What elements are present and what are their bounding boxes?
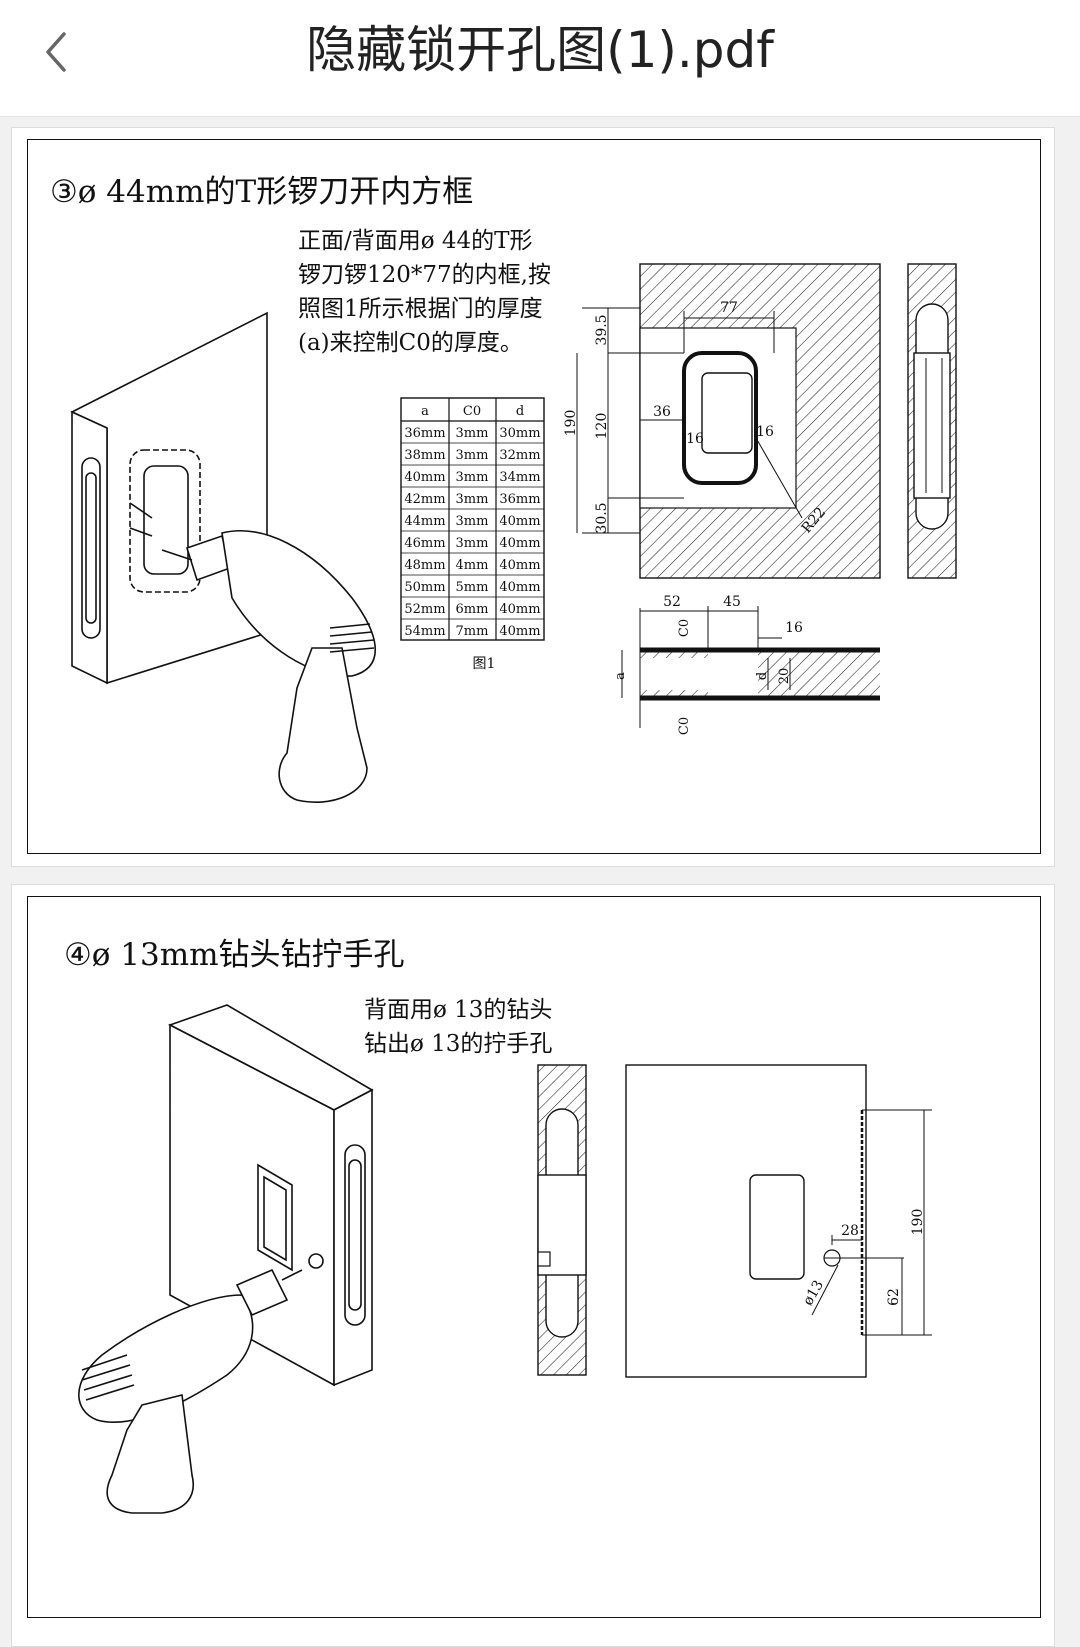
step4-desc-line2: 钻出ø 13的拧手孔 xyxy=(364,1031,552,1057)
table-cell: 54mm xyxy=(404,624,445,639)
dim-d: d xyxy=(755,672,770,680)
back-button[interactable] xyxy=(28,22,88,82)
table-cell: 48mm xyxy=(404,558,445,573)
page-1-frame xyxy=(27,139,1041,854)
drill-illustration-2 xyxy=(78,1268,303,1514)
page-2-drawing: ④ø 13mm钻头钻拧手孔 背面用ø 13的钻头 钻出ø 13的拧手孔 xyxy=(64,937,932,1514)
table-caption: 图1 xyxy=(473,656,496,672)
step3-desc-line2: 锣刀锣120*77的内框,按 xyxy=(298,262,551,288)
chevron-left-icon xyxy=(46,32,66,72)
table-cell: 40mm xyxy=(404,470,445,485)
dim-77: 77 xyxy=(720,300,738,316)
table-header-a: a xyxy=(421,404,429,419)
dim-190-p2: 190 xyxy=(910,1209,926,1236)
dim-190: 190 xyxy=(563,410,579,437)
table-cell: 40mm xyxy=(499,624,540,639)
table-cell: 3mm xyxy=(456,536,489,551)
table-cell: 52mm xyxy=(404,602,445,617)
table-cell: 44mm xyxy=(404,514,445,529)
table-cell: 50mm xyxy=(404,580,445,595)
table-cell: 7mm xyxy=(456,624,489,639)
table-cell: 5mm xyxy=(456,580,489,595)
front-view-drawing-2: 190 28 62 ø13 xyxy=(625,1064,932,1378)
front-view-drawing: 77 39.5 190 120 36 16 16 30.5 R22 xyxy=(563,263,881,579)
table-cell: 3mm xyxy=(456,514,489,529)
step3-desc-line1: 正面/背面用ø 44的T形 xyxy=(298,228,533,254)
side-view-drawing-2 xyxy=(537,1064,587,1376)
dim-20: 20 xyxy=(777,668,792,685)
table-cell: 3mm xyxy=(456,492,489,507)
table-cell: 36mm xyxy=(404,426,445,441)
table-cell: 46mm xyxy=(404,536,445,551)
dim-16-section: 16 xyxy=(785,620,803,636)
dim-62: 62 xyxy=(886,1288,902,1306)
drill-illustration xyxy=(161,530,376,803)
table-cell: 3mm xyxy=(456,426,489,441)
dim-c0-bottom: C0 xyxy=(677,717,692,735)
step3-heading: ③ø 44mm的T形锣刀开内方框 xyxy=(50,174,473,210)
step4-desc-line1: 背面用ø 13的钻头 xyxy=(364,997,552,1023)
dim-c0-top: C0 xyxy=(677,619,692,637)
dim-a: a xyxy=(613,672,628,680)
door-block-illustration xyxy=(70,311,268,685)
table-cell: 40mm xyxy=(499,536,540,551)
step4-heading: ④ø 13mm钻头钻拧手孔 xyxy=(64,937,405,973)
page-1-drawing: ③ø 44mm的T形锣刀开内方框 正面/背面用ø 44的T形 锣刀锣120*77… xyxy=(50,174,957,803)
dim-120: 120 xyxy=(594,413,610,440)
dim-45: 45 xyxy=(723,594,741,610)
thickness-table: a C0 d 36mm 3mm 30mm 38mm 3mm 32mm 40mm … xyxy=(400,397,545,672)
dim-28: 28 xyxy=(841,1223,859,1239)
table-cell: 3mm xyxy=(456,448,489,463)
table-cell: 42mm xyxy=(404,492,445,507)
table-cell: 40mm xyxy=(499,514,540,529)
dim-16-left: 16 xyxy=(686,431,704,447)
page-2-frame xyxy=(27,896,1041,1618)
pdf-page-1: ③ø 44mm的T形锣刀开内方框 正面/背面用ø 44的T形 锣刀锣120*77… xyxy=(11,127,1055,867)
table-cell: 6mm xyxy=(456,602,489,617)
document-title: 隐藏锁开孔图(1).pdf xyxy=(306,21,774,79)
dim-36: 36 xyxy=(653,404,671,420)
table-cell: 32mm xyxy=(499,448,540,463)
door-block-illustration-2 xyxy=(167,1004,374,1387)
table-cell: 40mm xyxy=(499,580,540,595)
table-cell: 34mm xyxy=(499,470,540,485)
table-cell: 38mm xyxy=(404,448,445,463)
dim-39-5: 39.5 xyxy=(594,314,610,345)
dim-16-right: 16 xyxy=(756,424,774,440)
table-cell: 4mm xyxy=(456,558,489,573)
page-gutter xyxy=(1066,884,1080,1645)
dim-52: 52 xyxy=(663,594,681,610)
step3-desc-line3: 照图1所示根据门的厚度 xyxy=(298,296,543,322)
table-header-c0: C0 xyxy=(463,404,481,419)
table-cell: 40mm xyxy=(499,602,540,617)
pdf-page-2: ④ø 13mm钻头钻拧手孔 背面用ø 13的钻头 钻出ø 13的拧手孔 xyxy=(11,884,1055,1647)
step3-desc-line4: (a)来控制C0的厚度。 xyxy=(298,330,523,356)
top-bar: 隐藏锁开孔图(1).pdf xyxy=(0,0,1080,117)
table-cell: 30mm xyxy=(499,426,540,441)
dim-30-5: 30.5 xyxy=(594,502,610,533)
table-cell: 36mm xyxy=(499,492,540,507)
table-header-d: d xyxy=(516,404,524,419)
table-cell: 40mm xyxy=(499,558,540,573)
table-cell: 3mm xyxy=(456,470,489,485)
section-view-drawing: 52 45 16 C0 C0 a d 20 xyxy=(613,594,880,735)
side-view-drawing xyxy=(907,263,957,579)
